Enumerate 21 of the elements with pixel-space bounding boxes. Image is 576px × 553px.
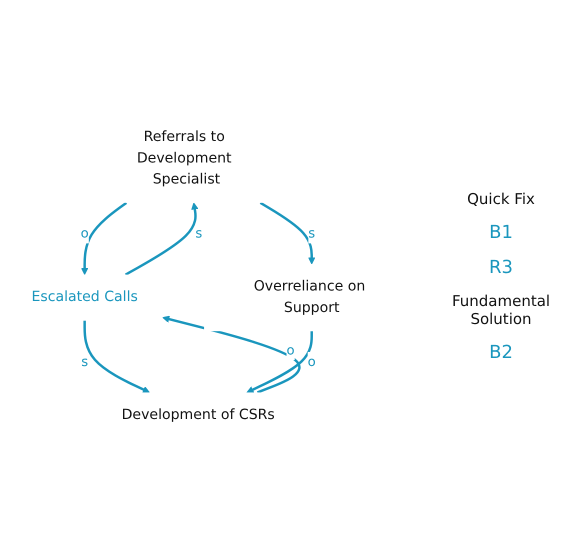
arrow	[246, 331, 313, 393]
edge-label: o	[308, 354, 316, 370]
edge-label: s	[308, 225, 316, 241]
loop-name: Quick Fix	[466, 190, 536, 208]
edge-label: o	[286, 342, 295, 358]
arrow	[260, 202, 316, 264]
arrow	[124, 202, 198, 276]
node-text: Development of CSRs	[122, 406, 275, 424]
node-text: Overreliance on Support	[254, 278, 366, 316]
node-text: Referrals to Development Specialist	[136, 128, 232, 188]
loop-label: B2	[488, 342, 514, 363]
arrow	[162, 316, 301, 394]
loop-label: R3	[488, 257, 514, 278]
edge-label: s	[195, 225, 202, 241]
arrow	[81, 202, 128, 275]
arrow	[83, 320, 150, 393]
loop-label: B1	[488, 222, 514, 243]
loop-name: Fundamental Solution	[450, 292, 552, 328]
edge-label: s	[81, 354, 88, 370]
edge-label: o	[80, 225, 89, 241]
node-text: Escalated Calls	[31, 288, 138, 306]
